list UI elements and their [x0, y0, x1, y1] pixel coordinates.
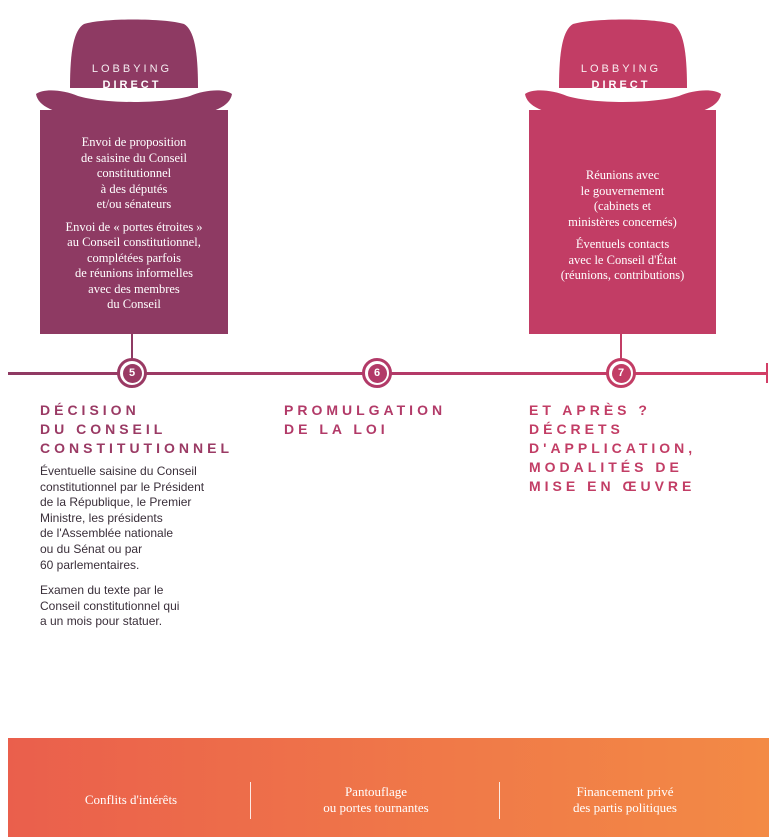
card-line: Envoi de « portes étroites » — [65, 219, 203, 234]
card-paragraph: Réunions avec le gouvernement (cabinets … — [535, 168, 710, 230]
lobbying-card-2: Réunions avec le gouvernement (cabinets … — [529, 110, 716, 334]
card-line: du Conseil — [107, 297, 161, 311]
step-6-title: PROMULGATION DE LA LOI — [284, 401, 446, 439]
footer-label-line: des partis politiques — [573, 799, 677, 815]
description-line: Ministre, les présidents — [40, 510, 163, 525]
description-line: ou du Sénat ou par — [40, 541, 143, 556]
card-line: (cabinets et — [593, 199, 652, 213]
step-title-line: PROMULGATION — [284, 402, 447, 418]
description-line: a un mois pour statuer. — [40, 614, 163, 629]
step-5-description: Éventuelle saisine du Conseil constituti… — [40, 464, 240, 573]
hat-label-top: LOBBYING — [580, 63, 662, 75]
step-5-number: 5 — [122, 363, 142, 383]
description-line: de la République, le Premier — [40, 495, 192, 510]
footer-banner: Conflits d'intérêts Pantouflage ou porte… — [8, 738, 769, 837]
hat-lobbying-direct-2: LOBBYING DIRECT — [523, 10, 723, 125]
step-5-title: DÉCISION DU CONSEIL CONSTITUTIONNEL — [40, 401, 233, 458]
step-7-number: 7 — [611, 363, 631, 383]
card-line: avec des membres — [88, 281, 180, 296]
description-line: de l'Assemblée nationale — [40, 526, 174, 541]
step-title-line: DE LA LOI — [284, 421, 389, 437]
footer-label-line: Pantouflage — [344, 783, 408, 799]
card-line: complétées parfois — [86, 250, 182, 265]
card-line: ministères concernés) — [568, 214, 677, 229]
card-line: le gouvernement — [580, 183, 665, 198]
card-line: au Conseil constitutionnel, — [67, 235, 201, 249]
description-paragraph: Éventuelle saisine du Conseil constituti… — [40, 464, 240, 573]
card-line: (réunions, contributions) — [560, 268, 685, 282]
card-line: Éventuels contacts — [575, 237, 670, 251]
description-line: constitutionnel par le Président — [40, 479, 205, 494]
description-line: Éventuelle saisine du Conseil — [40, 464, 197, 478]
connector-line — [131, 334, 133, 362]
footer-label: Financement privé des partis politiques — [573, 784, 677, 816]
hat-label-bottom: DIRECT — [591, 79, 651, 91]
step-5-marker: 5 — [117, 358, 147, 388]
card-paragraph: Envoi de « portes étroites » au Conseil … — [46, 220, 222, 313]
timeline-end-marker — [766, 363, 768, 383]
step-6-marker: 6 — [362, 358, 392, 388]
footer-label-line: ou portes tournantes — [323, 799, 429, 815]
step-title-line: D'APPLICATION, — [529, 440, 697, 456]
footer-divider — [250, 782, 251, 819]
hat-label-bottom: DIRECT — [102, 79, 162, 91]
footer-financement-prive: Financement privé des partis politiques — [502, 738, 748, 837]
hat-icon — [36, 19, 232, 116]
description-line: Conseil constitutionnel qui — [40, 598, 180, 613]
card-paragraph: Éventuels contacts avec le Conseil d'Éta… — [535, 237, 710, 284]
step-title-line: DÉCISION — [40, 402, 140, 418]
hat-icon — [525, 19, 721, 116]
footer-pantouflage: Pantouflage ou portes tournantes — [253, 738, 499, 837]
card-line: constitutionnel — [96, 166, 172, 180]
description-line: 60 parlementaires. — [40, 557, 140, 572]
card-line: avec le Conseil d'État — [568, 252, 677, 267]
card-line: et/ou sénateurs — [96, 197, 172, 211]
step-title-line: CONSTITUTIONNEL — [40, 440, 233, 456]
step-7-title: ET APRÈS ? DÉCRETS D'APPLICATION, MODALI… — [529, 401, 696, 496]
step-title-line: DÉCRETS — [529, 421, 624, 437]
footer-label-line: Financement privé — [576, 783, 674, 799]
description-paragraph: Examen du texte par le Conseil constitut… — [40, 583, 240, 630]
lobbying-card-1: Envoi de proposition de saisine du Conse… — [40, 110, 228, 334]
step-5-description-2: Examen du texte par le Conseil constitut… — [40, 583, 240, 630]
hat-label-top: LOBBYING — [91, 63, 173, 75]
step-title-line: MISE EN ŒUVRE — [529, 478, 696, 494]
card-line: de saisine du Conseil — [81, 150, 187, 165]
step-title-line: ET APRÈS ? — [529, 402, 651, 418]
footer-conflits-interets: Conflits d'intérêts — [8, 738, 254, 837]
card-line: de réunions informelles — [74, 266, 194, 280]
card-line: Envoi de proposition — [81, 135, 187, 149]
description-line: Examen du texte par le — [40, 583, 164, 597]
card-paragraph: Envoi de proposition de saisine du Conse… — [46, 135, 222, 213]
footer-label: Conflits d'intérêts — [84, 791, 178, 807]
hat-lobbying-direct-1: LOBBYING DIRECT — [34, 10, 234, 125]
step-7-marker: 7 — [606, 358, 636, 388]
step-6-number: 6 — [367, 363, 387, 383]
step-title-line: MODALITÉS DE — [529, 459, 683, 475]
footer-label: Pantouflage ou portes tournantes — [323, 784, 428, 816]
card-line: à des députés — [100, 181, 168, 196]
card-line: Réunions avec — [585, 168, 660, 182]
footer-divider — [499, 782, 500, 819]
step-title-line: DU CONSEIL — [40, 421, 167, 437]
connector-line — [620, 334, 622, 362]
